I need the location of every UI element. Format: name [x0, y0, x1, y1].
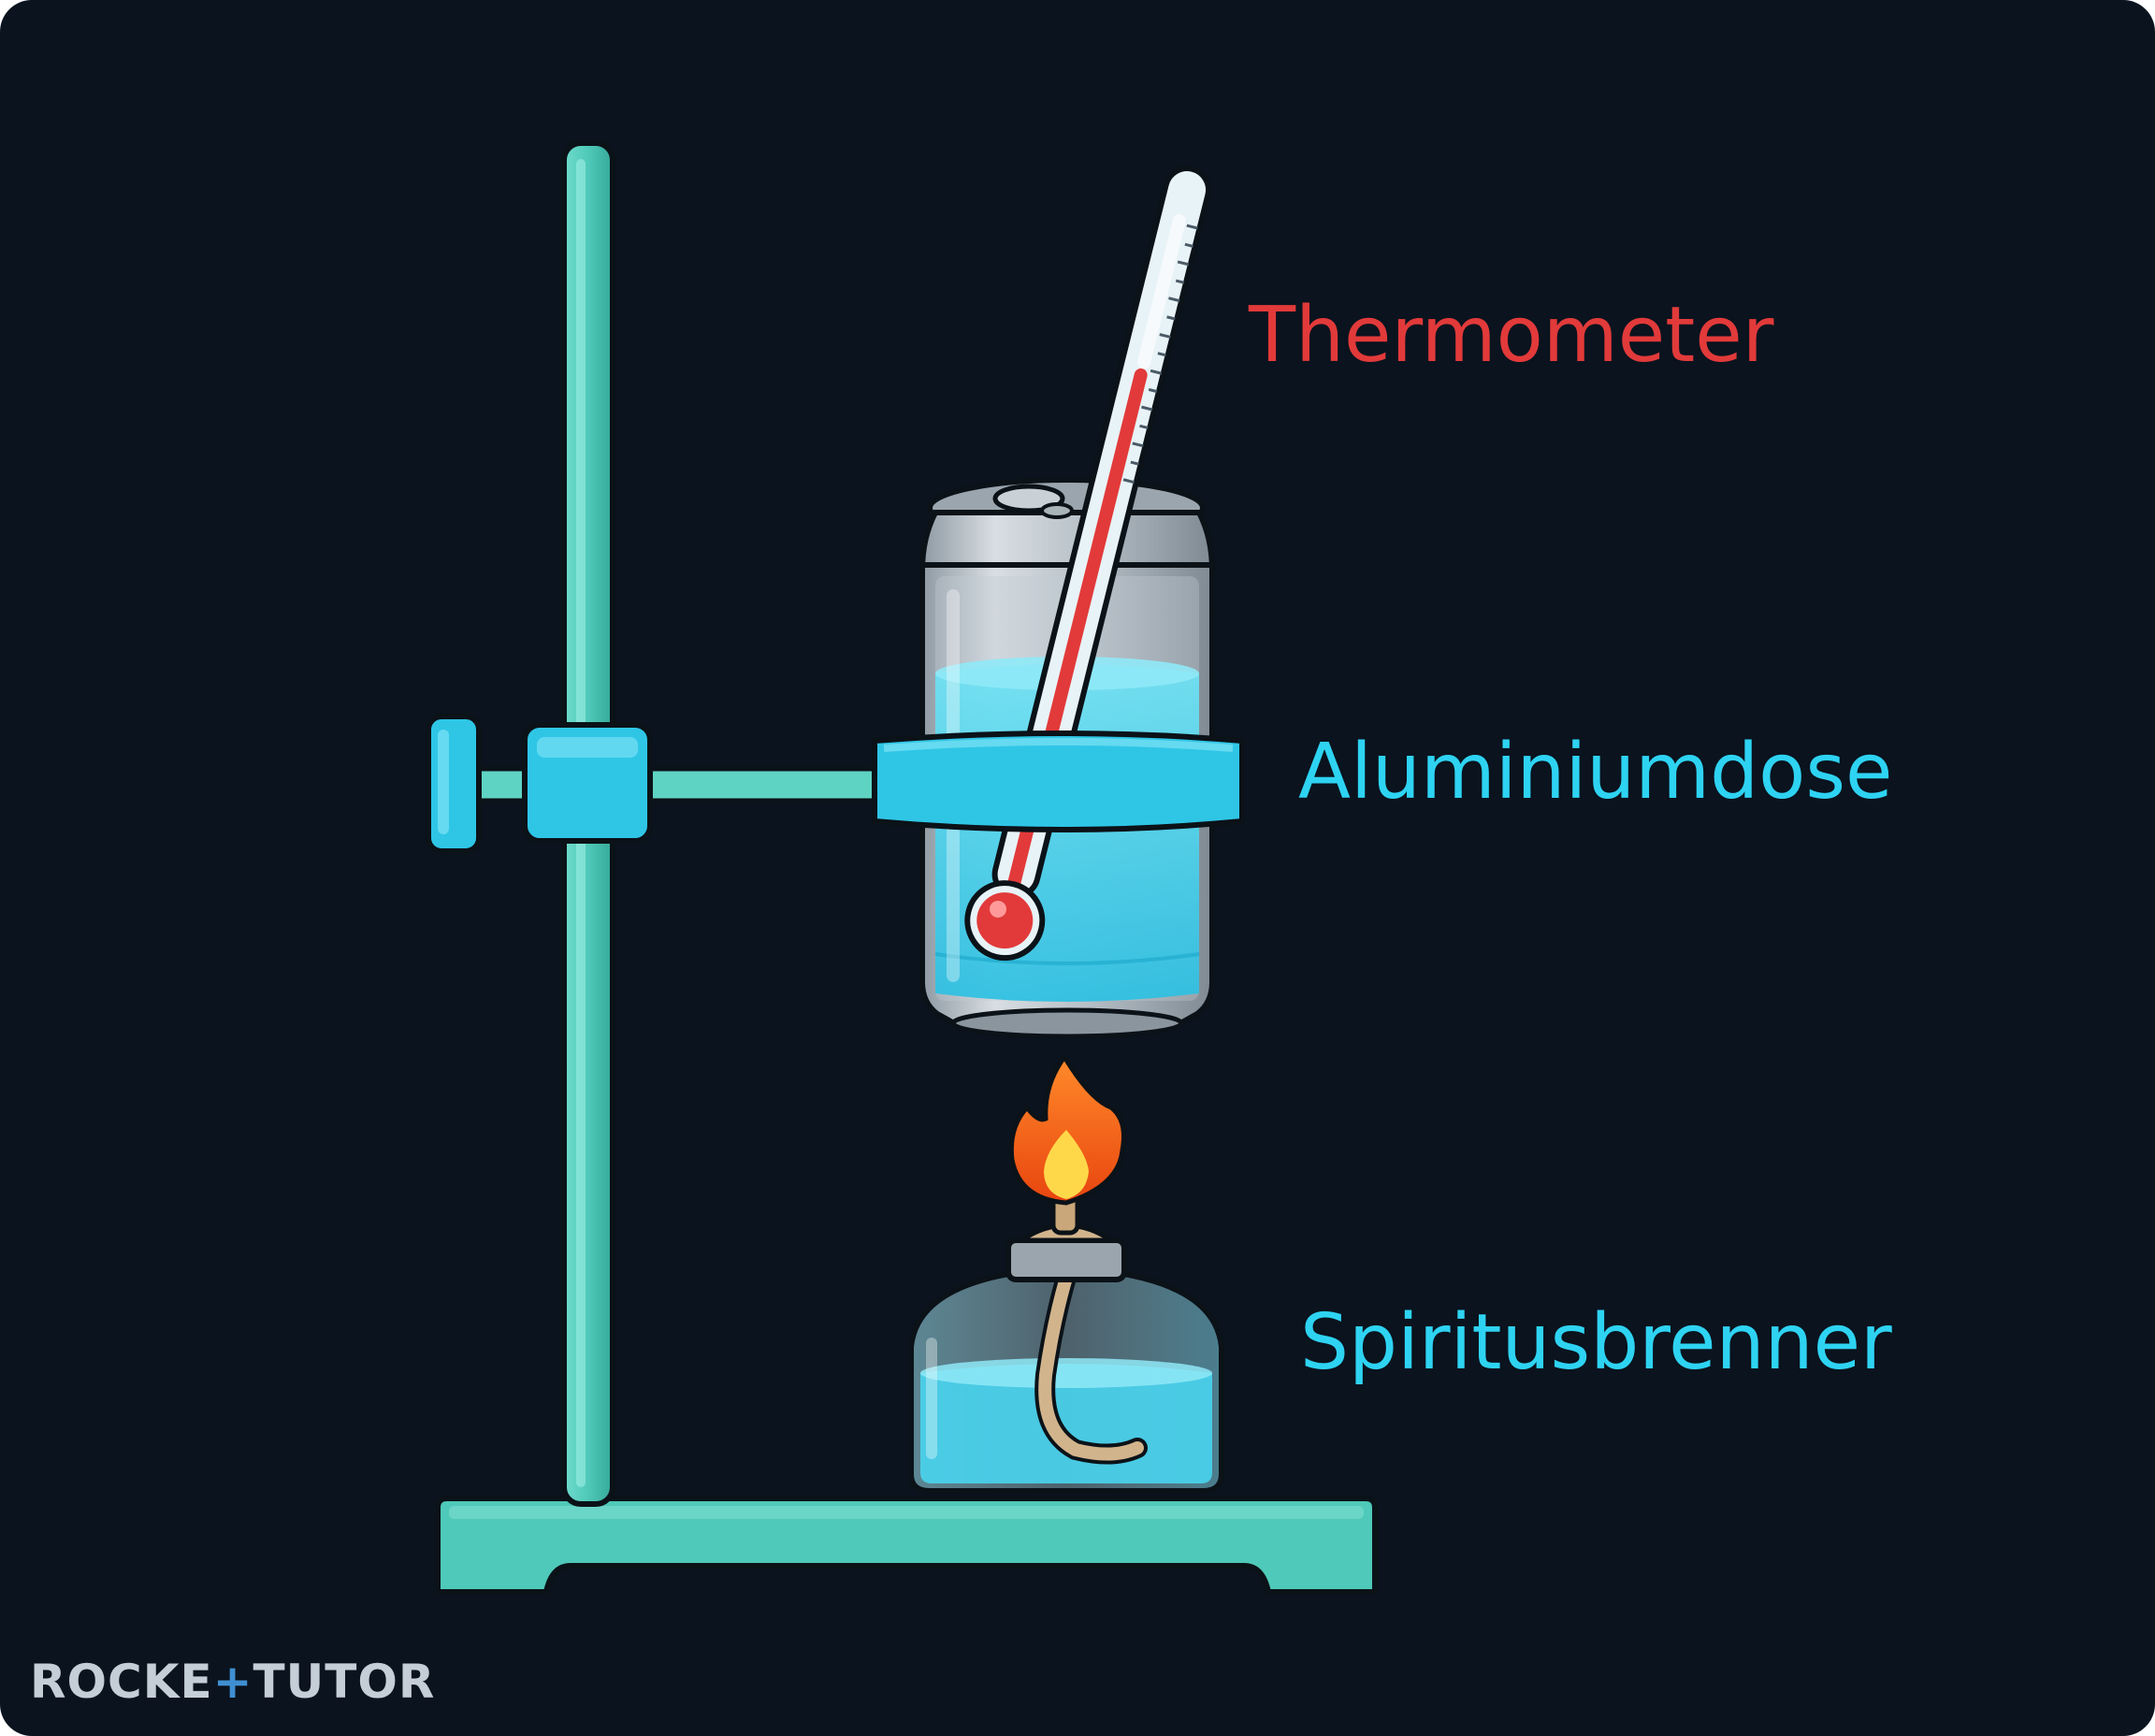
rockettutor-logo: ROCKE+TUTOR — [30, 1658, 435, 1705]
clamp-knob — [426, 714, 482, 854]
logo-text-right: TUTOR — [253, 1655, 436, 1709]
spirit-burner-label: Spiritusbrenner — [1300, 1298, 1892, 1387]
clamp-boss — [522, 722, 653, 844]
logo-plus: + — [212, 1655, 253, 1709]
flame — [1008, 1052, 1126, 1206]
stand-base — [435, 1496, 1378, 1595]
thermometer-label: Thermometer — [1249, 291, 1774, 380]
clamp-ring — [872, 731, 1245, 832]
logo-text-left: ROCKE — [30, 1655, 213, 1709]
aluminum-can-label: Aluminiumdose — [1298, 728, 1893, 817]
spirit-burner — [908, 1193, 1224, 1494]
